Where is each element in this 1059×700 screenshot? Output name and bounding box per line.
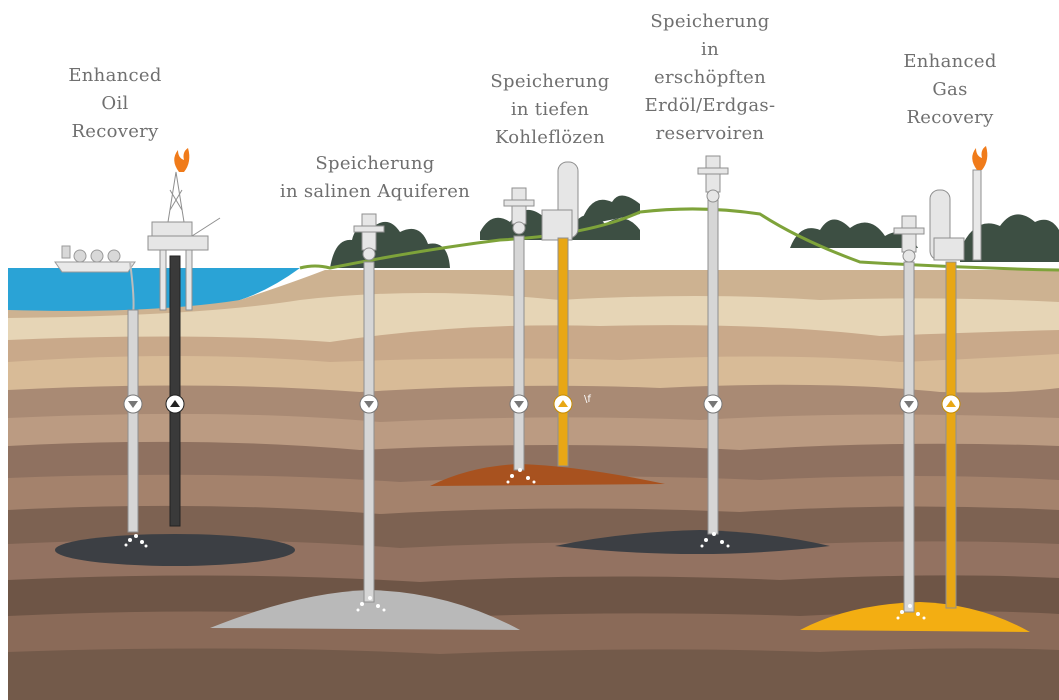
label-line: Recovery <box>71 121 159 142</box>
label-enhanced-gas-recovery: Enhanced Gas Recovery <box>885 48 1015 132</box>
flame-icon <box>972 146 988 170</box>
label-line: in <box>701 39 719 60</box>
label-line: in salinen Aquiferen <box>279 181 471 202</box>
grass-surface <box>299 207 1059 272</box>
flame-icon <box>174 148 190 172</box>
label-line: Enhanced <box>68 65 162 86</box>
oil-platform-icon <box>147 171 221 311</box>
label-line: Enhanced <box>903 51 997 72</box>
stray-mark: \f <box>584 394 591 405</box>
label-line: Speicherung <box>315 153 435 174</box>
label-line: reservoiren <box>655 123 765 144</box>
depleted-gas-reservoir <box>555 530 830 554</box>
label-depleted-reservoirs: Speicherung in erschöpften Erdöl/Erdgas-… <box>610 8 810 148</box>
label-coal-seams: Speicherung in tiefen Kohleflözen <box>470 68 630 152</box>
label-line: Kohleflözen <box>494 127 606 148</box>
label-line: Gas <box>932 79 968 100</box>
oil-reservoir <box>55 534 295 566</box>
strata <box>8 270 1059 700</box>
flow-arrow-icons <box>123 394 961 414</box>
wellhead-valve-icon <box>353 155 925 263</box>
label-line: Speicherung <box>490 71 610 92</box>
label-line: Erdöl/Erdgas- <box>644 95 776 116</box>
label-line: Oil <box>101 93 129 114</box>
saline-aquifer <box>210 590 520 630</box>
tanker-ship-icon <box>54 245 136 315</box>
co2-bubbles <box>124 468 926 620</box>
coal-seam <box>430 464 665 486</box>
label-line: Recovery <box>906 107 994 128</box>
label-line: Speicherung <box>650 11 770 32</box>
label-enhanced-oil-recovery: Enhanced Oil Recovery <box>50 62 180 146</box>
gas-recovery-reservoir <box>800 602 1030 632</box>
label-line: in tiefen <box>510 99 590 120</box>
label-line: erschöpften <box>654 67 766 88</box>
label-saline-aquifer: Speicherung in salinen Aquiferen <box>255 150 495 206</box>
